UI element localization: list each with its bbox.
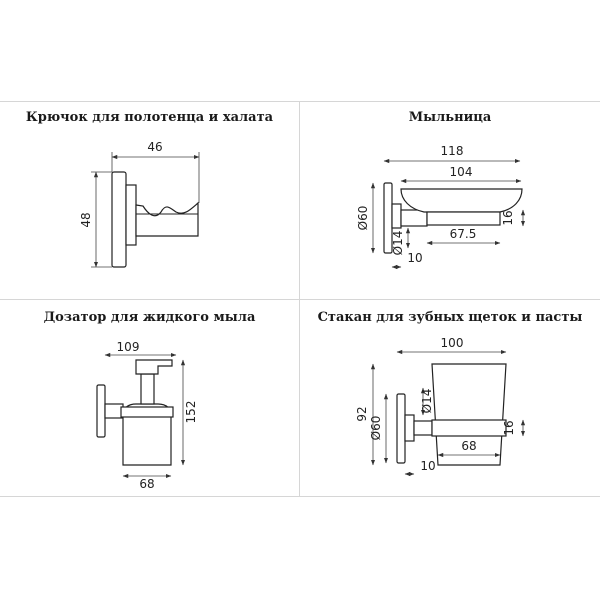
cup-arm: [413, 420, 433, 436]
cup-band-label: 16: [502, 420, 516, 435]
soap-dish-stem: [391, 203, 402, 229]
cup-holder-ring: [431, 419, 507, 437]
dispenser-depth-label: 109: [117, 340, 140, 354]
soap-dish-offset-label: 10: [407, 251, 422, 265]
soap-dish-stem-label: Ø14: [391, 231, 405, 256]
soap-dish-diameter-label: Ø60: [356, 206, 370, 231]
hook-drawing: 46 48: [79, 140, 200, 268]
soap-dish-drawing: 118 104 67.5 Ø60 16 Ø14 10: [356, 144, 526, 270]
hook-arm: [135, 201, 199, 237]
cup-diameter-label: Ø60: [369, 416, 383, 441]
cup-total-label: 100: [441, 336, 464, 350]
cup-stem-label: Ø14: [420, 389, 434, 414]
soap-dish-holder-band: [426, 211, 501, 226]
panel-title-soap-dish: Мыльница: [408, 110, 492, 125]
panel-title-dispenser: Дозатор для жидкого мыла: [43, 310, 256, 325]
soap-dish-depth-label: 16: [501, 210, 515, 225]
center-vertical-divider: [299, 101, 300, 497]
dispenser-width-label: 68: [139, 477, 154, 491]
hook-wall-plate: [111, 171, 127, 268]
dispenser-wall-plate: [96, 384, 106, 438]
panel-title-hook: Крючок для полотенца и халата: [25, 110, 274, 125]
dispenser-pump-neck: [140, 373, 155, 405]
cup-height-label: 92: [355, 406, 369, 421]
bottom-border: [0, 496, 600, 497]
cup-wall-plate: [396, 393, 406, 464]
soap-dish-total-label: 118: [441, 144, 464, 158]
cup-offset-label: 10: [420, 459, 435, 473]
cup-inner-label: 68: [461, 439, 476, 453]
hook-base: [125, 184, 137, 246]
dispenser-pump-head: [135, 359, 173, 375]
soap-dish-inner-label: 67.5: [450, 227, 477, 241]
panel-title-toothbrush-cup: Стакан для зубных щеток и пасты: [317, 310, 583, 325]
cup-stem: [404, 414, 415, 442]
top-border: [0, 101, 600, 102]
soap-dish-bowl: [400, 188, 523, 213]
soap-dish-dish-label: 104: [450, 165, 473, 179]
toothbrush-cup-drawing: 100 92 Ø60 Ø14 16 68 10: [355, 336, 526, 477]
dispenser-drawing: 109 152 68: [96, 340, 198, 491]
dispenser-arm: [104, 403, 124, 419]
hook-height-label: 48: [79, 212, 93, 227]
center-horizontal-divider: [0, 299, 600, 300]
dispenser-ring: [120, 406, 174, 418]
dispenser-height-label: 152: [184, 401, 198, 424]
hook-width-label: 46: [147, 140, 162, 154]
